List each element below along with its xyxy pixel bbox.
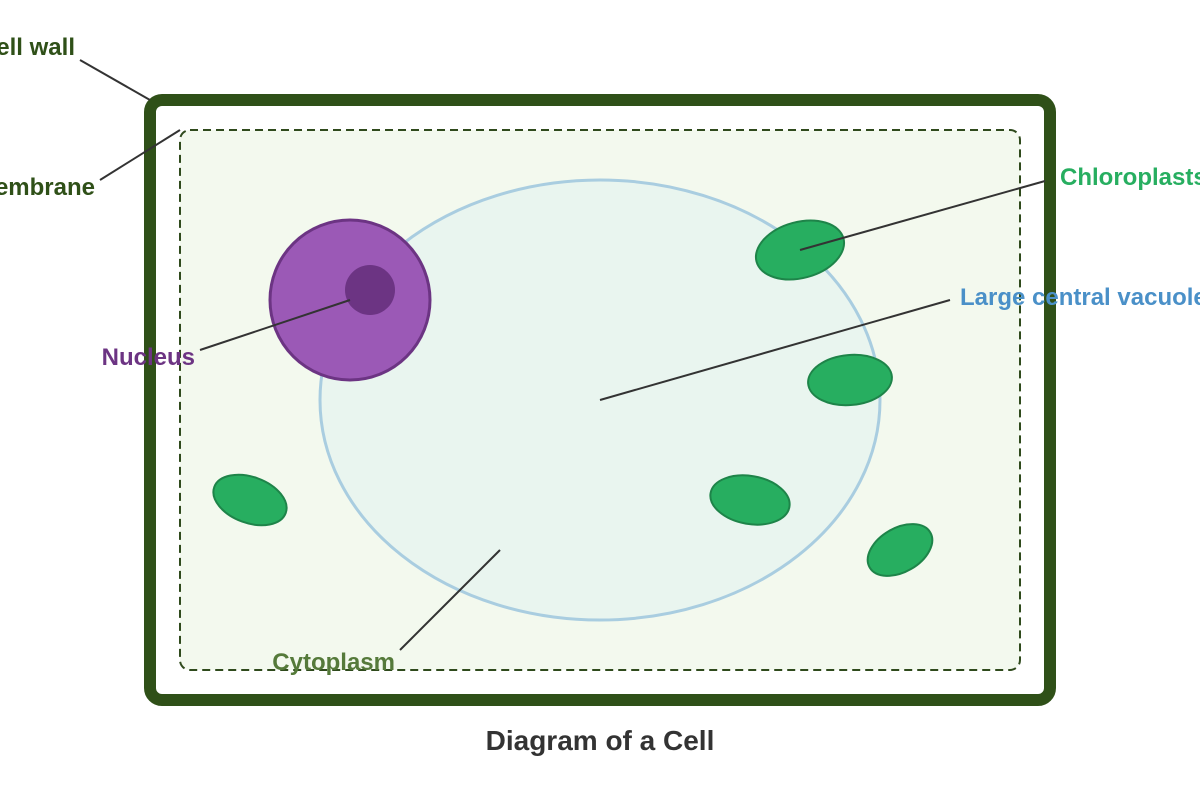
cell-wall-leader (79, 59, 151, 101)
chloroplast (807, 353, 893, 407)
nucleus-label: Nucleus (102, 344, 195, 371)
diagram-title: Diagram of a Cell (486, 725, 715, 756)
vacuole-leader (599, 299, 951, 401)
chloroplast (866, 523, 934, 577)
nucleolus (345, 265, 395, 315)
cell-wall-label: Cell wall (0, 34, 75, 61)
chloroplast (709, 474, 791, 526)
cell-membrane-label: Cell membrane (0, 174, 95, 201)
chloroplast (212, 473, 288, 527)
chloroplasts-label: Chloroplasts (1060, 164, 1200, 191)
nucleus-leader (199, 299, 351, 351)
vacuole-label: Large central vacuole (960, 284, 1200, 311)
cytoplasm-leader (399, 549, 501, 651)
chloroplasts-leader (799, 180, 1046, 251)
cell-membrane-leader (99, 129, 181, 181)
cytoplasm-label: Cytoplasm (272, 649, 395, 676)
